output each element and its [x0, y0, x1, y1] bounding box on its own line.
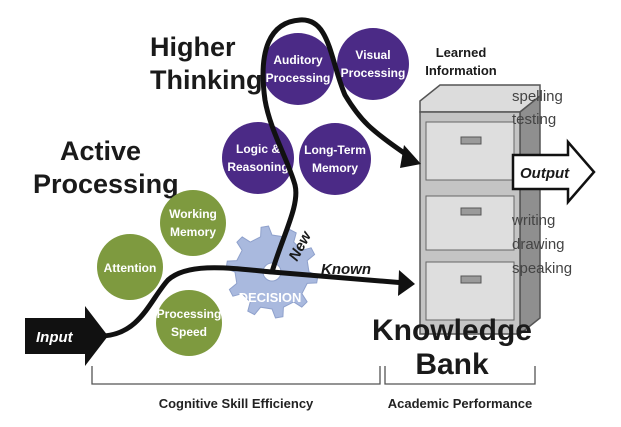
- heading-active-line2: Processing: [33, 169, 179, 199]
- heading-higher-line1: Higher: [150, 32, 236, 62]
- known-path-line: [102, 265, 406, 339]
- node-visual-line2: Processing: [341, 66, 406, 80]
- filing-cabinet-icon: [419, 84, 541, 336]
- academic-bracket: [384, 366, 536, 385]
- decision-label: DECISION: [239, 290, 302, 305]
- node-processing-speed-line1: Processing: [157, 307, 222, 321]
- known-path-arrowhead: [398, 270, 415, 296]
- node-visual-processing: Visual Processing: [337, 28, 409, 100]
- new-path-line: [260, 17, 412, 273]
- node-auditory-line1: Auditory: [273, 53, 323, 67]
- node-longterm-line2: Memory: [312, 161, 358, 175]
- cognitive-skill-label: Cognitive Skill Efficiency: [159, 396, 314, 411]
- output-arrow: Output: [511, 138, 596, 206]
- heading-learned-line2: Information: [425, 63, 497, 78]
- node-attention-line1: Attention: [104, 261, 157, 275]
- input-arrow: Input: [25, 306, 108, 366]
- heading-higher-line2: Thinking: [150, 65, 262, 95]
- cognitive-bracket: [91, 366, 381, 385]
- node-working-memory: Working Memory: [160, 190, 226, 256]
- node-working-memory-line1: Working: [169, 207, 217, 221]
- node-attention: Attention: [97, 234, 163, 300]
- node-visual-line1: Visual: [355, 48, 390, 62]
- input-arrow-label: Input: [36, 329, 74, 346]
- output-item-drawing: drawing: [512, 236, 565, 253]
- new-path-arrowhead: [400, 145, 421, 168]
- output-item-testing: testing: [512, 111, 556, 128]
- node-auditory-line2: Processing: [266, 71, 331, 85]
- path-label-known: Known: [321, 261, 371, 278]
- output-item-writing: writing: [511, 212, 555, 229]
- node-auditory-processing: Auditory Processing: [262, 33, 334, 105]
- heading-learned-line1: Learned: [436, 45, 487, 60]
- node-longterm-line1: Long-Term: [304, 143, 366, 157]
- node-logic-line2: Reasoning: [227, 160, 288, 174]
- knowledge-bank-line2: Bank: [415, 348, 489, 381]
- knowledge-bank-line1: Knowledge: [372, 314, 532, 347]
- node-logic-line1: Logic &: [236, 142, 280, 156]
- output-arrow-label: Output: [520, 165, 570, 182]
- node-working-memory-line2: Memory: [170, 225, 216, 239]
- heading-active-line1: Active: [60, 136, 141, 166]
- output-item-speaking: speaking: [512, 260, 572, 277]
- academic-performance-label: Academic Performance: [388, 396, 533, 411]
- output-item-spelling: spelling: [512, 88, 563, 105]
- node-processing-speed: Processing Speed: [156, 290, 222, 356]
- node-long-term-memory: Long-Term Memory: [299, 123, 371, 195]
- node-processing-speed-line2: Speed: [171, 325, 207, 339]
